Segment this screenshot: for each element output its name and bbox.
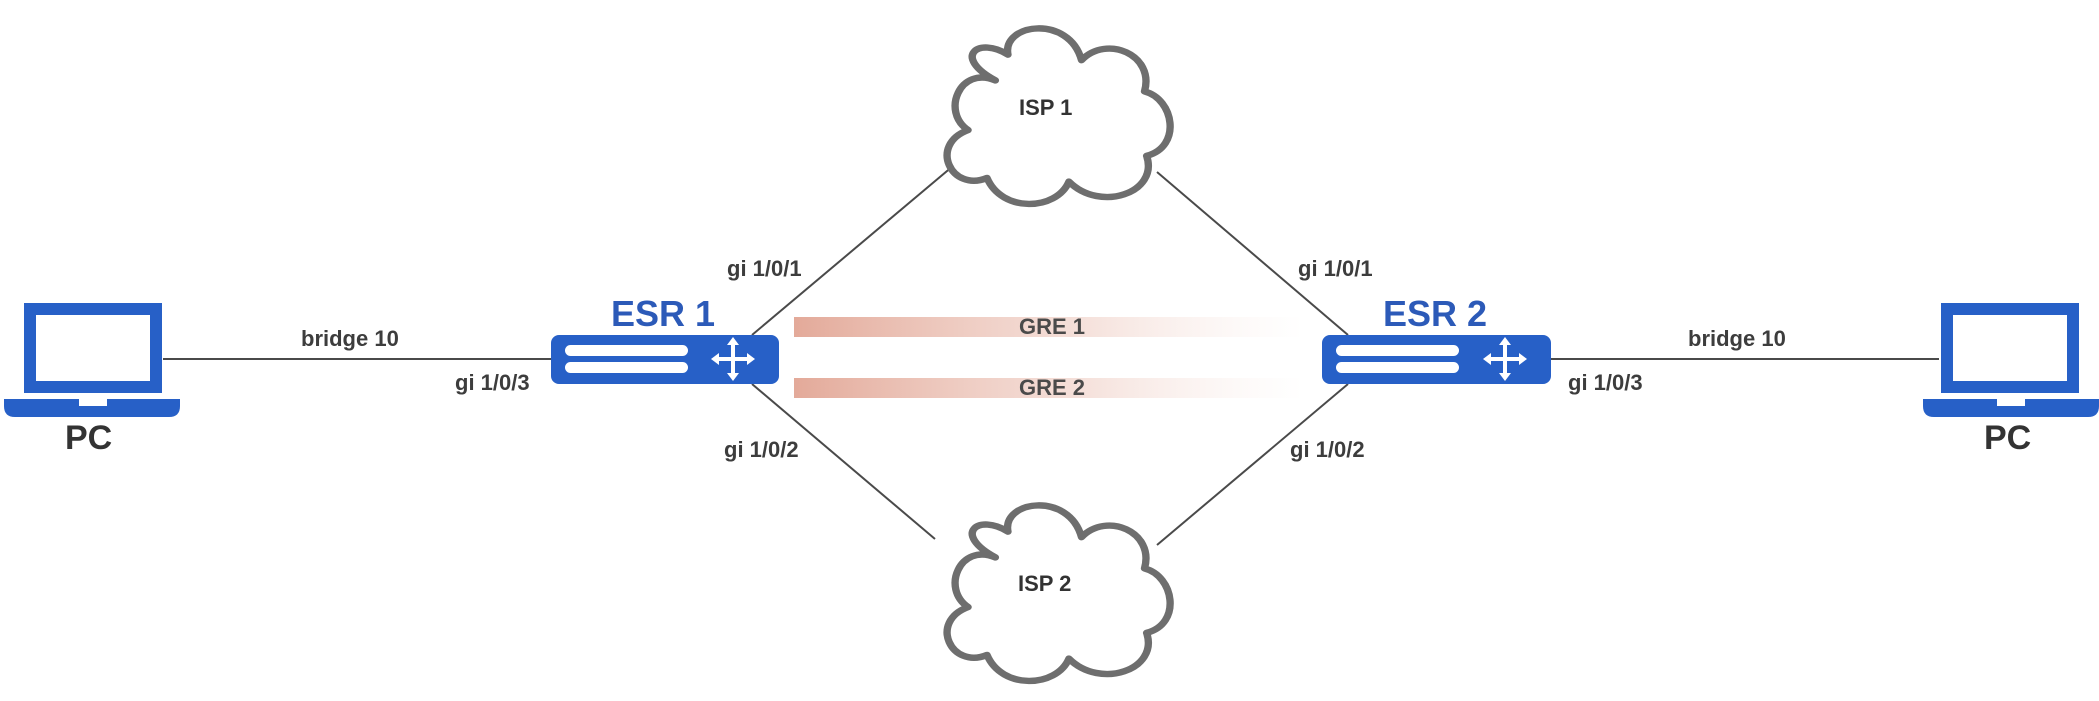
pc-left-label: PC	[65, 419, 113, 457]
pc-left-laptop-icon	[4, 303, 180, 417]
left-bridge-label: bridge 10	[301, 326, 399, 351]
esr2-isp2-port-label: gi 1/0/2	[1290, 437, 1365, 462]
gre1-tunnel	[794, 317, 1304, 337]
gre2-tunnel	[794, 378, 1304, 398]
esr1-label: ESR 1	[611, 293, 716, 334]
link-esr2-isp1	[1156, 171, 1349, 336]
link-esr1-isp2	[751, 383, 936, 540]
esr1-router-icon	[551, 335, 779, 384]
esr2-router-icon	[1322, 335, 1551, 384]
right-bridge-label: bridge 10	[1688, 326, 1786, 351]
isp2-label: ISP 2	[1018, 571, 1072, 596]
esr2-label: ESR 2	[1383, 293, 1488, 334]
esr1-isp1-port-label: gi 1/0/1	[727, 256, 802, 281]
isp2-cloud-icon	[943, 502, 1174, 685]
isp1-label: ISP 1	[1019, 95, 1073, 120]
pc-right-label: PC	[1984, 419, 2032, 457]
isp1-cloud-icon	[943, 25, 1174, 208]
link-esr2-isp2	[1156, 383, 1349, 546]
pc-right-laptop-icon	[1923, 303, 2099, 417]
gre1-label: GRE 1	[1019, 314, 1086, 339]
right-port-label: gi 1/0/3	[1568, 370, 1643, 395]
left-port-label: gi 1/0/3	[455, 370, 530, 395]
gre2-label: GRE 2	[1019, 375, 1086, 400]
link-esr1-isp1	[751, 165, 954, 336]
esr1-isp2-port-label: gi 1/0/2	[724, 437, 799, 462]
esr2-isp1-port-label: gi 1/0/1	[1298, 256, 1373, 281]
